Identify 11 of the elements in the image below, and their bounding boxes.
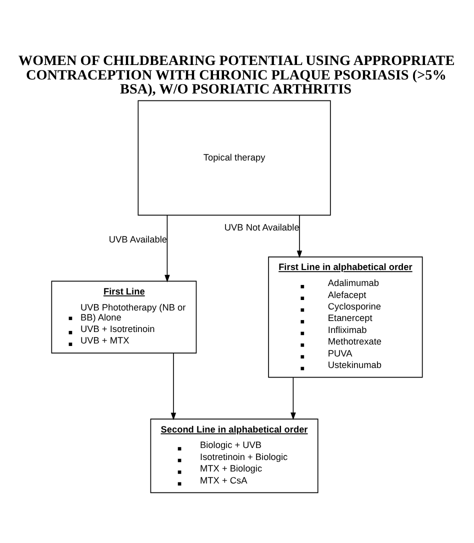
diagram-title: WOMEN OF CHILDBEARING POTENTIAL USING APPROPRIATE CONTRACEPTION WITH CHRONIC PLAQUE PSORIASIS (>5% BSA), W/O PSORIATIC ARTHRITIS xyxy=(18,52,455,98)
edge-label: UVB Available xyxy=(108,234,167,244)
edge-label: UVB Not Available xyxy=(224,222,300,232)
node-box: Second Line in alphabetical order Biologic + UVB Isotretinoin + Biologic MTX + Biologic MTX + CsA xyxy=(150,418,318,493)
arrow xyxy=(164,214,170,282)
node-box: First Line in alphabetical order Adalimumab Alefacept Cyclosporine Etanercept Infliximab Methotrexate PUVA Ustekinumab xyxy=(268,256,423,378)
node-box: Topical therapy xyxy=(138,100,331,216)
arrow xyxy=(296,214,302,258)
arrow xyxy=(290,376,296,420)
arrow xyxy=(170,352,176,420)
node-box: First Line UVB Phototherapy (NB or BB) Alone UVB + Isotretinoin UVB + MTX xyxy=(51,280,197,353)
